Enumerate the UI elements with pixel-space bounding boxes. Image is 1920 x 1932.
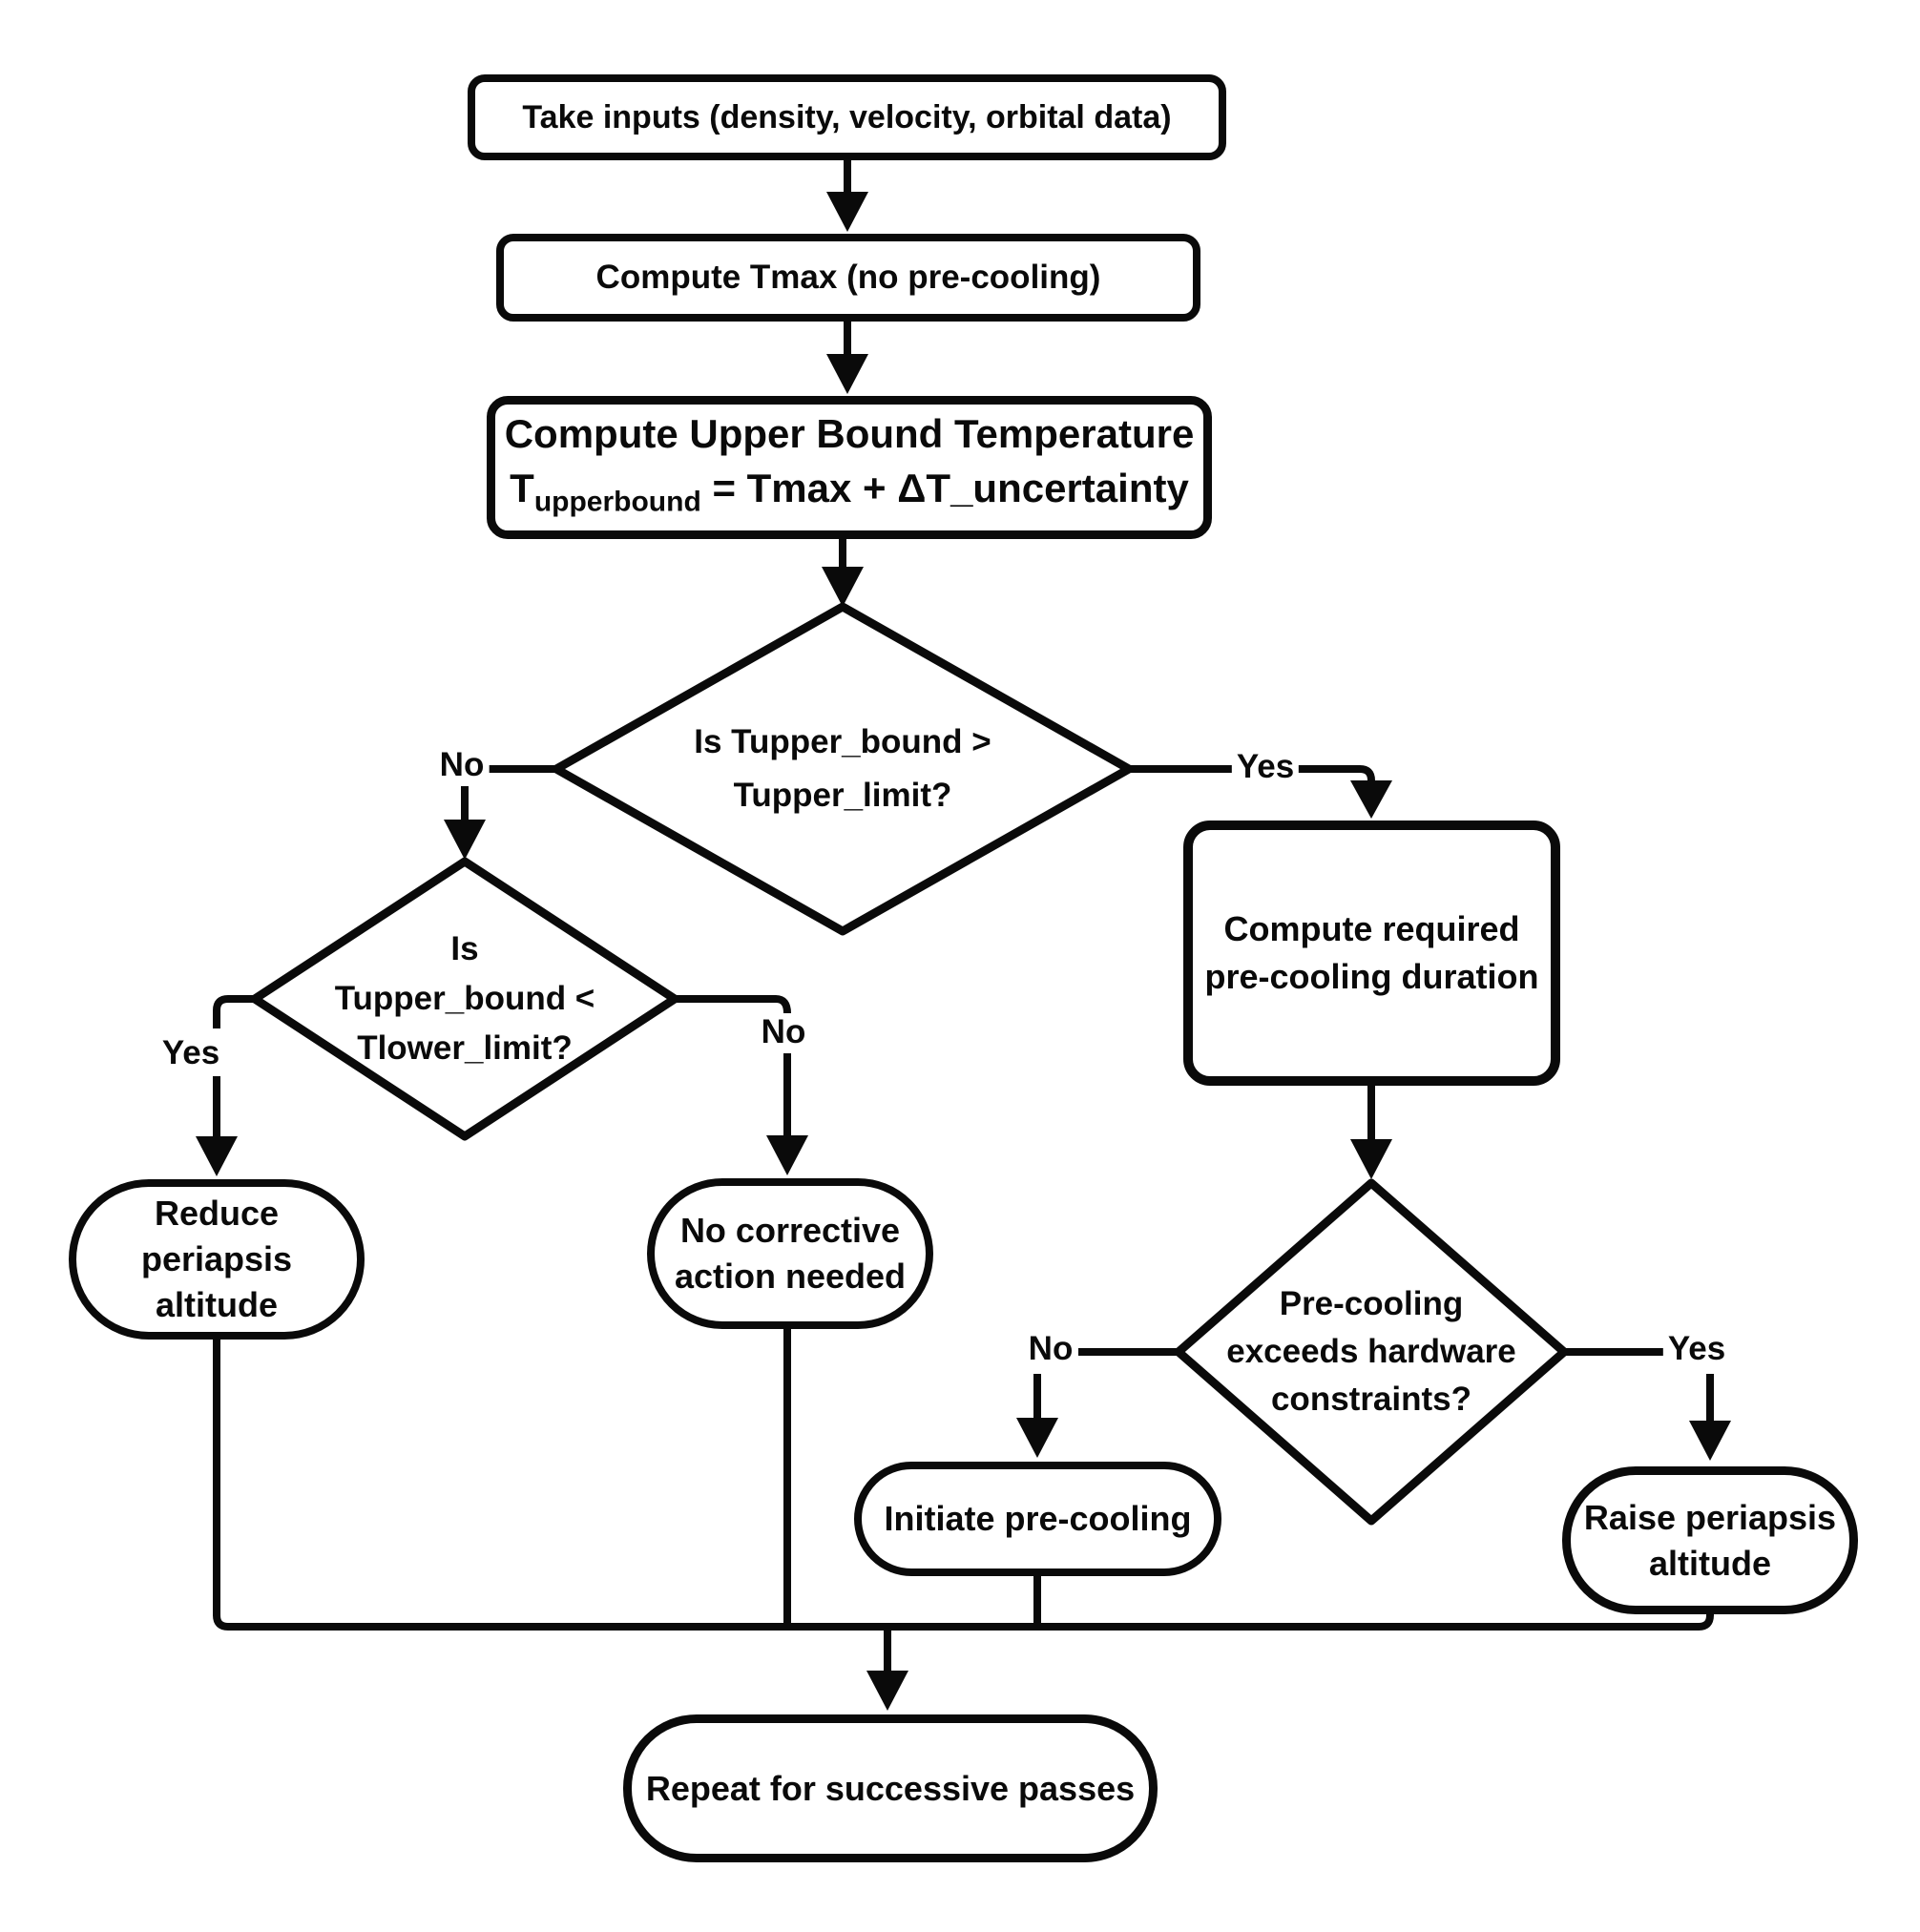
formula-rest: = Tmax + ΔT_uncertainty <box>700 465 1189 510</box>
edge-label-no: No <box>1023 1330 1078 1368</box>
node-initiate-precooling: Initiate pre-cooling <box>854 1462 1221 1576</box>
edge-label-yes: Yes <box>157 1034 225 1072</box>
decision-diamond-lower-limit <box>250 857 679 1141</box>
arrowhead-icon <box>1350 780 1392 819</box>
arrowhead-icon <box>444 820 486 860</box>
decision-diamonds <box>250 602 1569 1526</box>
edge-decision2-yes-corner <box>213 995 255 1028</box>
decision-lower-limit-text: Is Tupper_bound < Tlower_limit? <box>334 930 595 1067</box>
decision-upper-limit-text: Is Tupper_bound > Tupper_limit? <box>694 723 991 814</box>
merge-bar <box>213 1340 1714 1631</box>
node-raise-periapsis: Raise periapsis altitude <box>1562 1466 1858 1614</box>
arrowheads <box>196 192 1731 1711</box>
upper-bound-formula: Tupperbound = Tmax + ΔT_uncertainty <box>510 461 1189 529</box>
decision-diamond-hardware <box>1174 1178 1569 1526</box>
formula-subscript: upperbound <box>533 486 701 518</box>
node-reduce-periapsis: Reduce periapsis altitude <box>69 1179 365 1340</box>
arrowhead-icon <box>826 354 868 394</box>
arrowhead-icon <box>1016 1418 1058 1458</box>
arrowhead-icon <box>766 1135 808 1175</box>
edge-decision1-yes-corner <box>1290 765 1375 781</box>
arrowhead-icon <box>1350 1139 1392 1179</box>
edge-label-no: No <box>434 746 490 784</box>
arrowhead-icon <box>196 1136 238 1176</box>
edge-decision2-no-corner <box>675 995 791 1014</box>
edge-label-yes: Yes <box>1231 748 1300 786</box>
decision-diamond-upper-limit <box>552 602 1134 936</box>
upper-bound-title: Compute Upper Bound Temperature <box>504 410 1195 456</box>
node-take-inputs: Take inputs (density, velocity, orbital … <box>468 74 1226 160</box>
edge-label-yes: Yes <box>1662 1330 1731 1368</box>
node-compute-precooling-duration: Compute required pre-cooling duration <box>1183 821 1560 1086</box>
connector-lines <box>213 160 1714 1671</box>
node-compute-upper-bound: Compute Upper Bound Temperature Tupperbo… <box>487 396 1212 539</box>
arrowhead-icon <box>1689 1421 1731 1461</box>
arrowhead-icon <box>866 1671 908 1711</box>
edge-label-no: No <box>756 1013 811 1051</box>
formula-base: T <box>510 465 534 510</box>
arrowhead-icon <box>826 192 868 232</box>
node-compute-tmax: Compute Tmax (no pre-cooling) <box>496 234 1200 322</box>
decision-hardware-text: Pre-cooling exceeds hardware constraints… <box>1226 1285 1516 1418</box>
node-repeat-passes: Repeat for successive passes <box>623 1714 1158 1862</box>
arrowhead-icon <box>822 567 864 607</box>
node-no-corrective-action: No corrective action needed <box>647 1178 933 1329</box>
